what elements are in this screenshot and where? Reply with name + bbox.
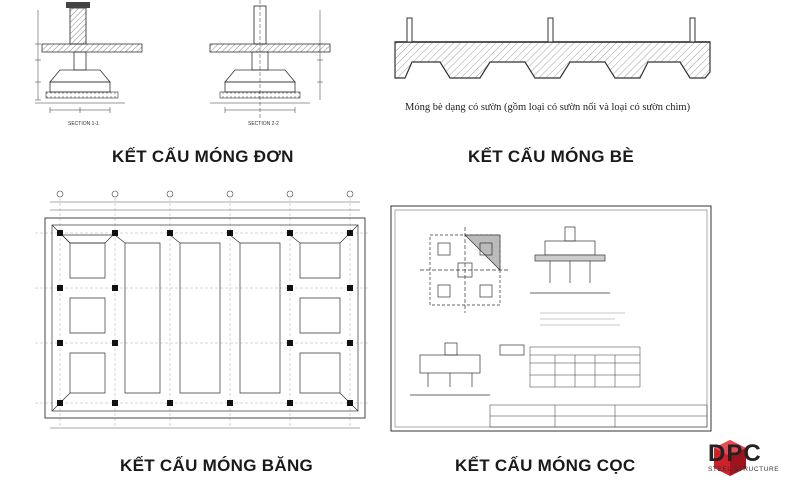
mong-be-caption: KẾT CẤU MÓNG BÈ xyxy=(468,147,634,166)
mong-bang-drawing xyxy=(35,190,370,429)
pile-cap-section xyxy=(530,226,610,294)
mong-be-drawing xyxy=(394,17,711,79)
mong-bang-panel: KẾT CẤU MÓNG BĂNG xyxy=(30,188,380,483)
mong-be-panel: Móng bè dạng có sườn (gồm loại có sườn n… xyxy=(390,0,720,175)
section-1-1-drawing xyxy=(35,2,143,113)
mong-don-caption: KẾT CẤU MÓNG ĐƠN xyxy=(112,147,294,166)
mong-don-panel: SECTION 1-1 SECTION 2-2 KẾT CẤU MÓNG ĐƠN xyxy=(30,0,350,175)
schedule-table xyxy=(529,346,641,388)
pile-detail xyxy=(410,342,525,396)
mong-be-note: Móng bè dạng có sườn (gồm loại có sườn n… xyxy=(405,102,691,113)
section-2-2-drawing xyxy=(209,0,331,120)
title-block xyxy=(489,404,708,428)
mong-coc-drawing xyxy=(390,205,712,432)
logo-name: DPC xyxy=(708,440,762,467)
mong-coc-panel: KẾT CẤU MÓNG CỌC xyxy=(390,205,720,485)
mong-coc-caption: KẾT CẤU MÓNG CỌC xyxy=(455,456,636,475)
pile-cap-plan xyxy=(420,227,510,313)
section-1-1-label: SECTION 1-1 xyxy=(68,121,99,127)
section-2-2-label: SECTION 2-2 xyxy=(248,121,279,127)
logo-tagline: STEEL STRUCTURE xyxy=(708,466,780,473)
dpc-logo-icon xyxy=(714,440,746,476)
mong-don-drawing: SECTION 1-1 SECTION 2-2 xyxy=(35,0,331,127)
mong-bang-caption: KẾT CẤU MÓNG BĂNG xyxy=(120,456,314,475)
